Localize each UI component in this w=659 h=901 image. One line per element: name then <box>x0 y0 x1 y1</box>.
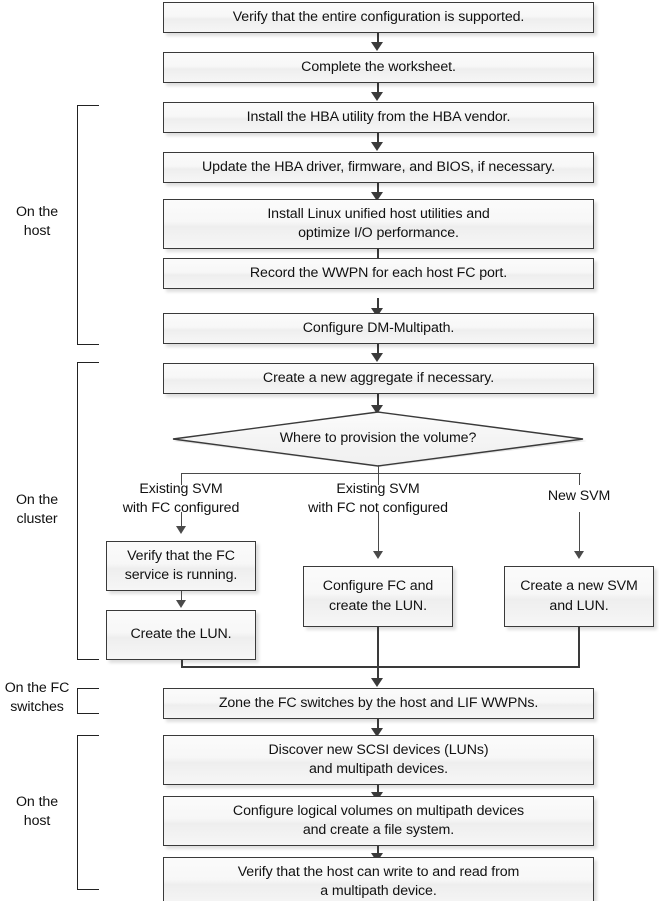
node-configure-fc-create-lun-label: Configure FC and create the LUN. <box>322 578 434 614</box>
arrow-right-branch-to-create-svm <box>574 551 584 559</box>
connector-branch-split-bar <box>181 473 581 475</box>
node-install-hba-utility[interactable]: Install the HBA utility from the HBA ven… <box>163 102 594 133</box>
connector-update-to-host-utilities <box>377 182 379 195</box>
node-complete-worksheet[interactable]: Complete the worksheet. <box>163 52 594 83</box>
node-create-aggregate-label: Create a new aggregate if necessary. <box>262 369 495 386</box>
arrow-multipath-to-aggregate <box>371 353 383 362</box>
bracket-on-the-fc-switches <box>77 688 99 714</box>
arrow-verify-to-worksheet <box>371 42 383 51</box>
connector-aggregate-to-decision <box>377 393 379 411</box>
branch-label-existing-svm-fc-configured: Existing SVM with FC configured <box>122 481 240 517</box>
connector-branch-middle-stub <box>378 473 380 485</box>
connector-merge-to-zone-switches <box>377 666 379 681</box>
node-configure-logical-volumes[interactable]: Configure logical volumes on multipath d… <box>163 796 594 846</box>
node-verify-configuration[interactable]: Verify that the entire configuration is … <box>163 2 594 33</box>
node-zone-fc-switches-label: Zone the FC switches by the host and LIF… <box>218 694 539 711</box>
connector-branch-left-stub <box>181 473 183 485</box>
arrow-zone-to-discover <box>371 728 383 737</box>
node-zone-fc-switches[interactable]: Zone the FC switches by the host and LIF… <box>163 688 594 719</box>
connector-verify-fc-to-create-lun <box>181 591 183 602</box>
bracket-label-on-the-host-top: On the host <box>16 204 58 240</box>
arrow-update-to-host-utilities <box>371 192 383 201</box>
arrow-middle-branch-to-configure-fc <box>373 551 383 559</box>
arrow-install-to-update-hba <box>371 142 383 151</box>
bracket-label-on-the-cluster: On the cluster <box>16 492 58 528</box>
node-update-hba-driver[interactable]: Update the HBA driver, firmware, and BIO… <box>163 152 594 183</box>
node-create-svm-and-lun[interactable]: Create a new SVM and LUN. <box>504 566 654 627</box>
connector-discover-to-configure-volumes <box>377 785 379 796</box>
node-create-the-lun[interactable]: Create the LUN. <box>106 610 256 660</box>
arrow-worksheet-to-install-hba <box>371 92 383 101</box>
arrow-wwpn-to-multipath <box>371 308 383 317</box>
node-record-wwpn-label: Record the WWPN for each host FC port. <box>249 264 508 281</box>
node-verify-fc-service[interactable]: Verify that the FC service is running. <box>106 541 256 591</box>
bracket-on-the-host-bottom <box>77 735 99 890</box>
connector-create-lun-to-merge <box>181 660 183 668</box>
bracket-on-the-host-top <box>77 105 99 345</box>
node-configure-logical-volumes-label: Configure logical volumes on multipath d… <box>232 802 525 838</box>
node-update-hba-driver-label: Update the HBA driver, firmware, and BIO… <box>202 158 555 175</box>
connector-zone-to-discover <box>377 719 379 732</box>
node-install-host-utilities[interactable]: Install Linux unified host utilities and… <box>163 199 594 249</box>
bracket-on-the-cluster <box>77 362 99 660</box>
connector-right-branch-to-create-svm <box>579 512 581 554</box>
branch-label-new-svm: New SVM <box>547 488 611 504</box>
connector-configure-fc-to-merge <box>377 627 379 668</box>
node-verify-fc-service-label: Verify that the FC service is running. <box>124 547 238 583</box>
connector-wwpn-to-multipath <box>377 298 379 311</box>
connector-host-utilities-to-wwpn <box>377 248 379 261</box>
connector-worksheet-to-install-hba <box>377 82 379 95</box>
connector-left-branch-to-verify-fc <box>181 512 183 529</box>
node-create-svm-and-lun-label: Create a new SVM and LUN. <box>520 578 638 614</box>
diamond-shape <box>172 411 587 467</box>
node-install-host-utilities-label: Install Linux unified host utilities and… <box>267 205 490 241</box>
node-create-aggregate[interactable]: Create a new aggregate if necessary. <box>163 363 594 394</box>
arrow-left-branch-to-verify-fc <box>176 526 186 534</box>
node-configure-dm-multipath-label: Configure DM-Multipath. <box>302 319 455 336</box>
connector-configure-volumes-to-verify <box>377 846 379 857</box>
bracket-label-on-the-fc-switches: On the FC switches <box>4 680 70 716</box>
connector-decision-to-split <box>378 465 380 474</box>
node-complete-worksheet-label: Complete the worksheet. <box>301 58 456 75</box>
node-record-wwpn[interactable]: Record the WWPN for each host FC port. <box>163 258 594 289</box>
node-configure-dm-multipath[interactable]: Configure DM-Multipath. <box>163 313 594 344</box>
decision-where-to-provision[interactable]: Where to provision the volume? <box>166 411 590 467</box>
bracket-label-on-the-host-bottom: On the host <box>16 794 58 830</box>
connector-branch-merge-bar <box>181 666 580 668</box>
arrow-aggregate-to-decision <box>371 405 383 414</box>
node-discover-scsi-devices-label: Discover new SCSI devices (LUNs) and mul… <box>268 741 489 777</box>
arrow-verify-fc-to-create-lun <box>176 600 186 608</box>
connector-verify-to-worksheet <box>377 32 379 45</box>
node-verify-configuration-label: Verify that the entire configuration is … <box>232 8 525 25</box>
node-verify-read-write[interactable]: Verify that the host can write to and re… <box>163 857 594 901</box>
decision-label: Where to provision the volume? <box>279 430 477 446</box>
connector-install-to-update-hba <box>377 132 379 145</box>
connector-create-svm-to-merge <box>578 627 580 668</box>
arrow-merge-to-zone-switches <box>371 678 383 687</box>
branch-label-existing-svm-fc-not-configured: Existing SVM with FC not configured <box>308 481 448 517</box>
node-configure-fc-create-lun[interactable]: Configure FC and create the LUN. <box>303 566 453 627</box>
connector-multipath-to-aggregate <box>377 343 379 356</box>
connector-middle-branch-to-configure-fc <box>378 512 380 554</box>
node-create-the-lun-label: Create the LUN. <box>130 626 232 643</box>
node-verify-read-write-label: Verify that the host can write to and re… <box>237 863 520 899</box>
node-install-hba-utility-label: Install the HBA utility from the HBA ven… <box>246 108 511 125</box>
connector-branch-right-stub <box>579 473 581 485</box>
node-discover-scsi-devices[interactable]: Discover new SCSI devices (LUNs) and mul… <box>163 735 594 785</box>
